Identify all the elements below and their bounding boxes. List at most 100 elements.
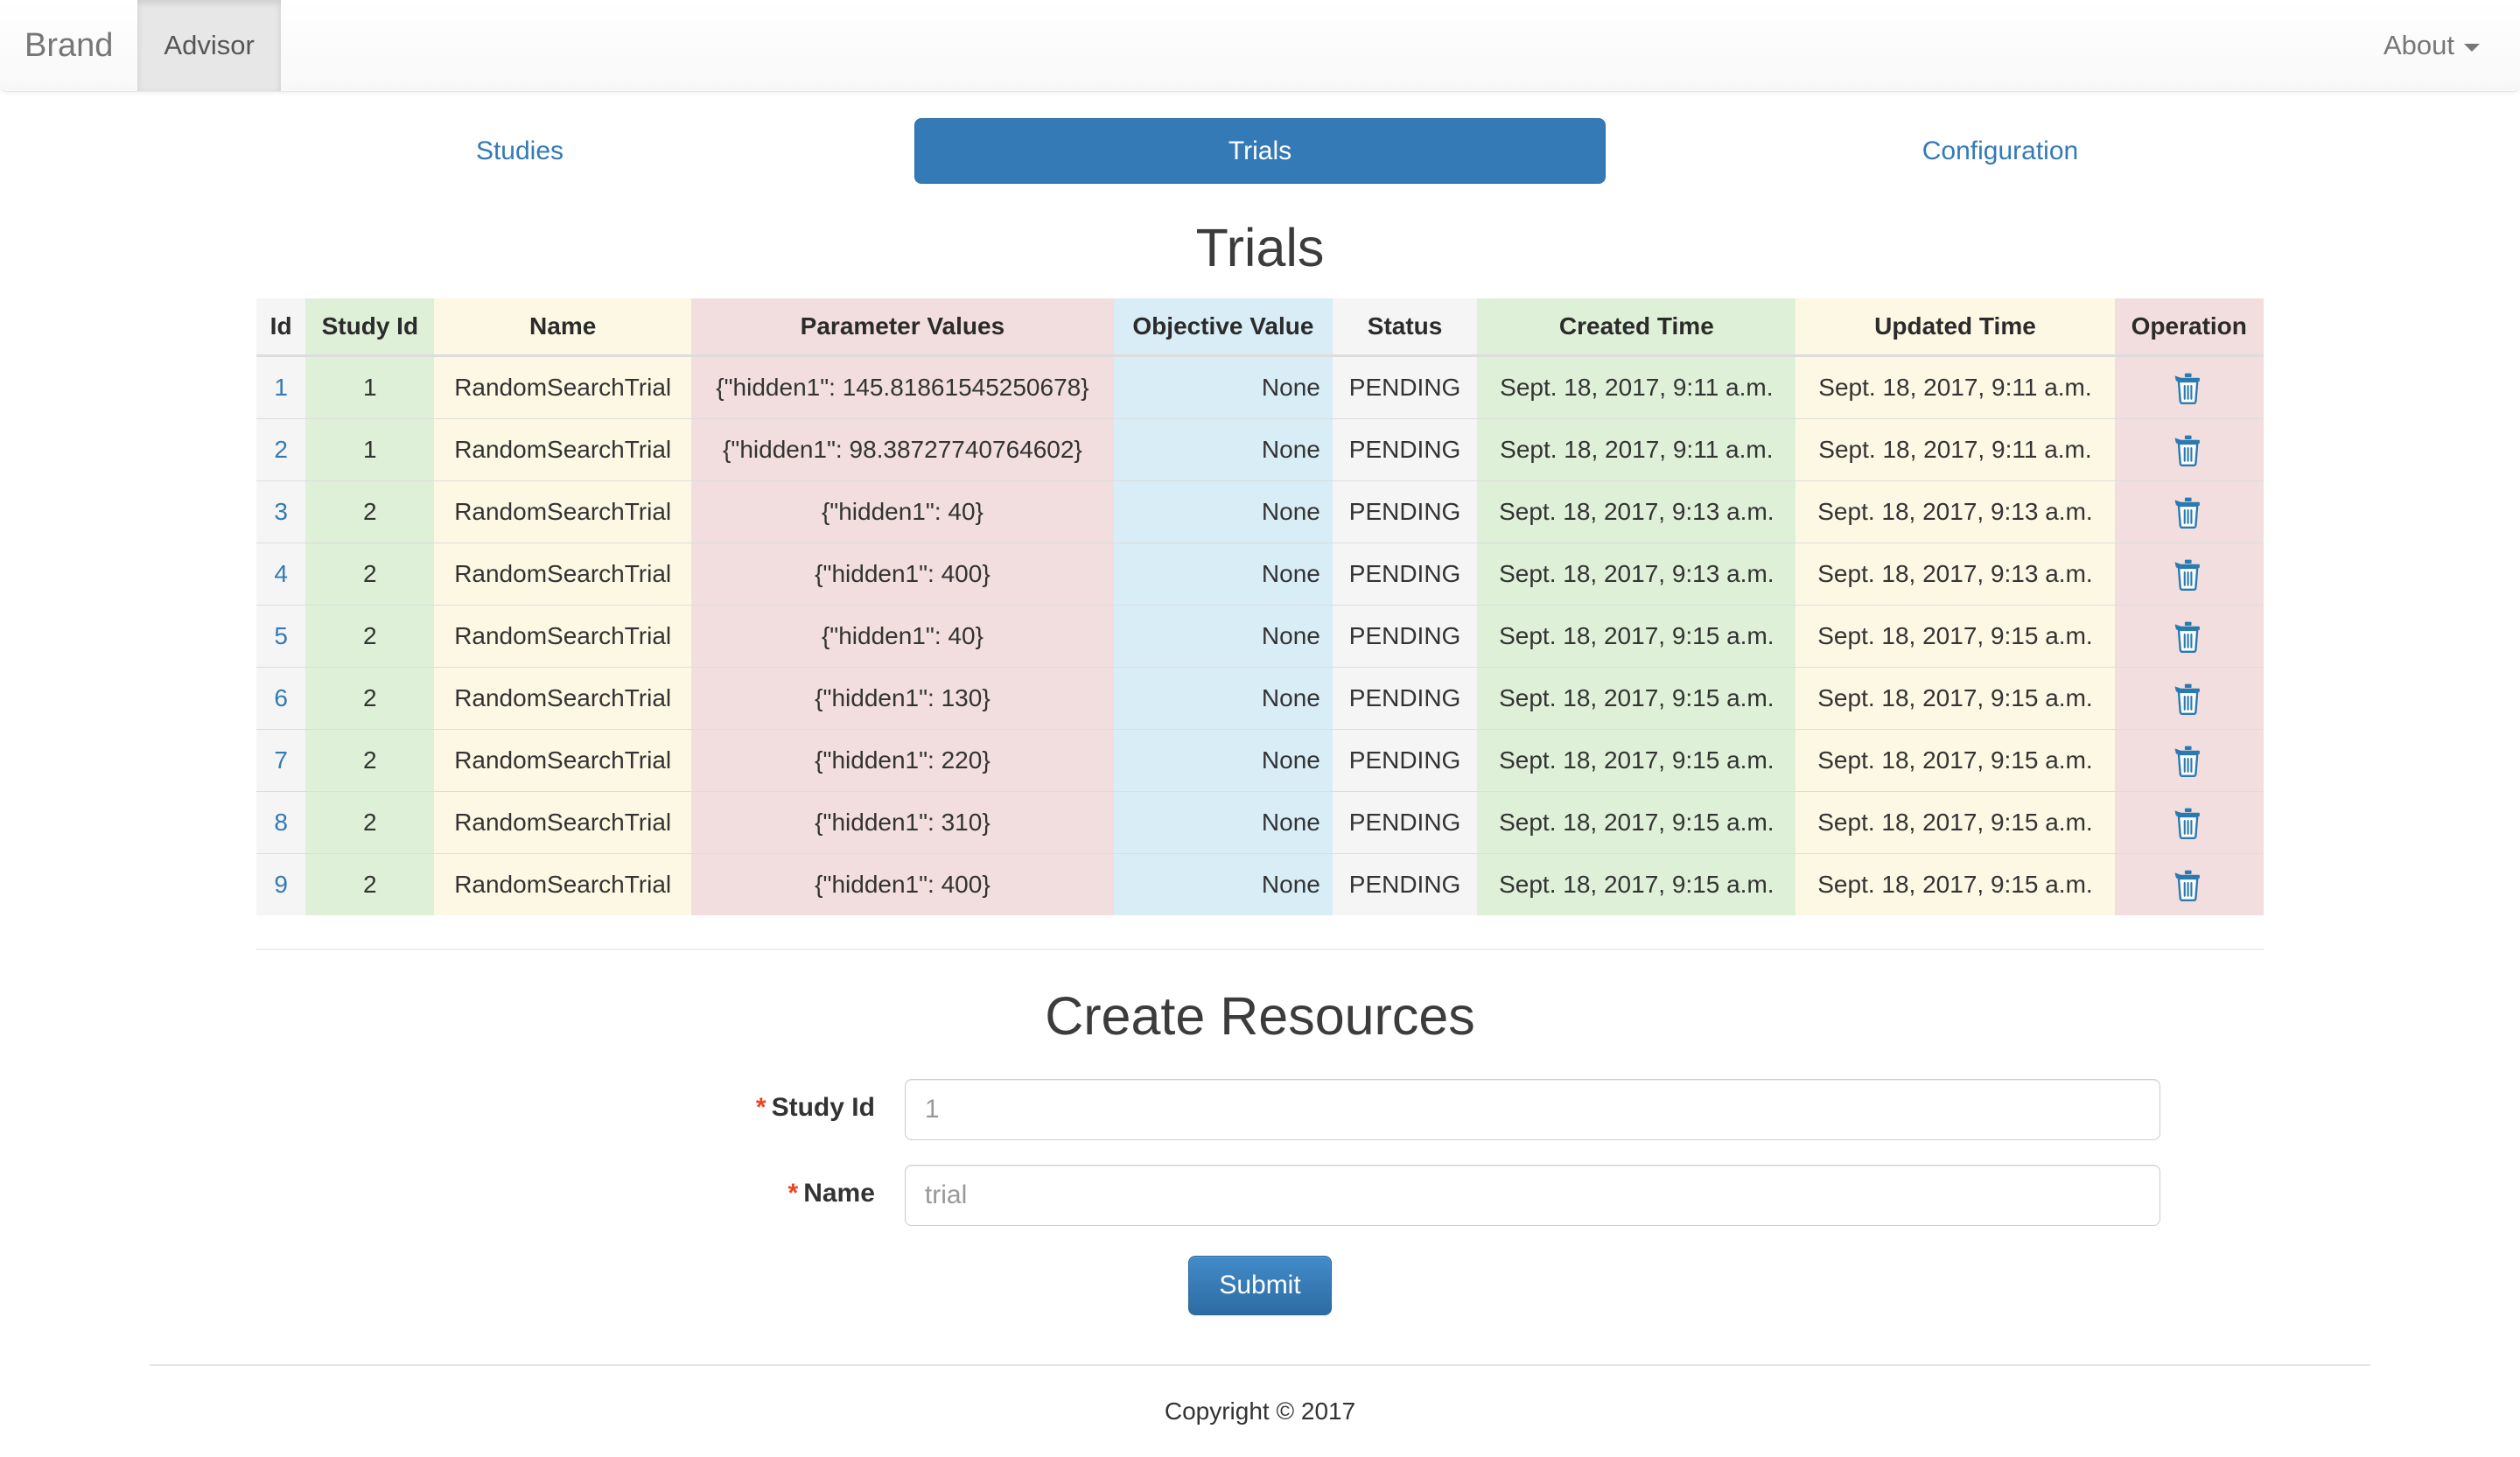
cell-updated-time: Sept. 18, 2017, 9:11 a.m.: [1796, 418, 2115, 481]
table-header-row: Id Study Id Name Parameter Values Object…: [256, 298, 2264, 358]
trash-icon[interactable]: [2174, 496, 2204, 529]
nav-item-advisor[interactable]: Advisor: [137, 0, 281, 91]
trial-id-link[interactable]: 2: [274, 436, 288, 464]
cell-operation[interactable]: [2114, 605, 2264, 668]
trash-icon[interactable]: [2174, 869, 2204, 902]
trash-icon[interactable]: [2174, 807, 2204, 840]
trials-table-head: Id Study Id Name Parameter Values Object…: [256, 298, 2264, 358]
cell-parameter-values: {"hidden1": 310}: [690, 791, 1114, 854]
cell-updated-time: Sept. 18, 2017, 9:13 a.m.: [1796, 480, 2115, 543]
col-header-status: Status: [1332, 298, 1478, 358]
cell-operation[interactable]: [2114, 729, 2264, 792]
trash-icon[interactable]: [2174, 620, 2204, 654]
trial-id-link[interactable]: 9: [274, 871, 288, 899]
cell-objective-value: None: [1113, 355, 1333, 419]
cell-id[interactable]: 2: [256, 418, 306, 481]
cell-id[interactable]: 7: [256, 729, 306, 792]
cell-updated-time: Sept. 18, 2017, 9:15 a.m.: [1796, 729, 2115, 792]
label-text-name: Name: [803, 1179, 875, 1208]
cell-parameter-values: {"hidden1": 98.38727740764602}: [690, 418, 1114, 481]
trial-id-link[interactable]: 3: [274, 498, 288, 526]
about-dropdown-label: About: [2383, 30, 2454, 60]
tab-configuration[interactable]: Configuration: [1922, 136, 2079, 165]
navbar-right-group: About: [2384, 0, 2520, 91]
cell-operation[interactable]: [2114, 667, 2264, 730]
trash-icon[interactable]: [2174, 434, 2204, 467]
cell-operation[interactable]: [2114, 355, 2264, 419]
cell-objective-value: None: [1113, 791, 1333, 854]
trial-id-link[interactable]: 8: [274, 809, 288, 837]
cell-study-id: 1: [305, 355, 435, 419]
cell-parameter-values: {"hidden1": 40}: [690, 605, 1114, 668]
cell-operation[interactable]: [2114, 543, 2264, 606]
cell-created-time: Sept. 18, 2017, 9:15 a.m.: [1477, 853, 1796, 916]
study-id-input[interactable]: [904, 1079, 2160, 1141]
cell-status: PENDING: [1332, 853, 1478, 916]
brand-link[interactable]: Brand: [24, 27, 114, 64]
about-dropdown[interactable]: About: [2384, 30, 2480, 61]
cell-parameter-values: {"hidden1": 40}: [690, 480, 1114, 543]
cell-id[interactable]: 1: [256, 355, 306, 419]
cell-status: PENDING: [1332, 543, 1478, 606]
cell-id[interactable]: 4: [256, 543, 306, 606]
cell-parameter-values: {"hidden1": 400}: [690, 853, 1114, 916]
cell-updated-time: Sept. 18, 2017, 9:13 a.m.: [1796, 543, 2115, 606]
trial-id-link[interactable]: 6: [274, 684, 288, 712]
copyright-text: Copyright © 2017: [1164, 1397, 1356, 1425]
col-header-study-id: Study Id: [305, 298, 435, 358]
cell-name: RandomSearchTrial: [434, 791, 691, 854]
tab-studies[interactable]: Studies: [475, 136, 564, 165]
trash-icon[interactable]: [2174, 683, 2204, 716]
trial-id-link[interactable]: 7: [274, 746, 288, 774]
form-row-name: *Name: [150, 1165, 2370, 1227]
page-title: Trials: [1195, 218, 1325, 277]
trial-id-link[interactable]: 4: [274, 560, 288, 588]
cell-operation[interactable]: [2114, 853, 2264, 916]
name-input[interactable]: [904, 1165, 2160, 1227]
cell-created-time: Sept. 18, 2017, 9:13 a.m.: [1477, 480, 1796, 543]
cell-name: RandomSearchTrial: [434, 667, 691, 730]
cell-study-id: 2: [305, 667, 435, 730]
label-text-study-id: Study Id: [771, 1093, 875, 1123]
cell-status: PENDING: [1332, 480, 1478, 543]
col-header-objective-value: Objective Value: [1113, 298, 1333, 358]
cell-objective-value: None: [1113, 418, 1333, 481]
create-resources-form: *Study Id *Name Submit: [150, 1079, 2370, 1316]
cell-status: PENDING: [1332, 355, 1478, 419]
cell-operation[interactable]: [2114, 791, 2264, 854]
trash-icon[interactable]: [2174, 745, 2204, 778]
cell-id[interactable]: 9: [256, 853, 306, 916]
tab-trials[interactable]: Trials: [914, 118, 1606, 184]
label-study-id: *Study Id: [150, 1079, 905, 1123]
trial-id-link[interactable]: 5: [274, 622, 288, 650]
col-header-operation: Operation: [2114, 298, 2264, 358]
cell-id[interactable]: 6: [256, 667, 306, 730]
cell-id[interactable]: 8: [256, 791, 306, 854]
section-divider: [256, 949, 2264, 951]
submit-button[interactable]: Submit: [1188, 1256, 1332, 1316]
cell-parameter-values: {"hidden1": 145.81861545250678}: [690, 355, 1114, 419]
cell-name: RandomSearchTrial: [434, 853, 691, 916]
required-marker-name: *: [788, 1179, 799, 1208]
cell-parameter-values: {"hidden1": 400}: [690, 543, 1114, 606]
trial-id-link[interactable]: 1: [274, 374, 288, 402]
field-wrap-name: [904, 1165, 2370, 1227]
cell-created-time: Sept. 18, 2017, 9:15 a.m.: [1477, 791, 1796, 854]
cell-id[interactable]: 3: [256, 480, 306, 543]
top-navbar: Brand Advisor About: [0, 0, 2520, 92]
cell-study-id: 1: [305, 418, 435, 481]
cell-objective-value: None: [1113, 853, 1333, 916]
trash-icon[interactable]: [2174, 558, 2204, 592]
cell-operation[interactable]: [2114, 418, 2264, 481]
cell-status: PENDING: [1332, 605, 1478, 668]
cell-created-time: Sept. 18, 2017, 9:15 a.m.: [1477, 729, 1796, 792]
trash-icon[interactable]: [2174, 372, 2204, 405]
cell-operation[interactable]: [2114, 480, 2264, 543]
cell-id[interactable]: 5: [256, 605, 306, 668]
cell-updated-time: Sept. 18, 2017, 9:11 a.m.: [1796, 355, 2115, 419]
cell-objective-value: None: [1113, 543, 1333, 606]
